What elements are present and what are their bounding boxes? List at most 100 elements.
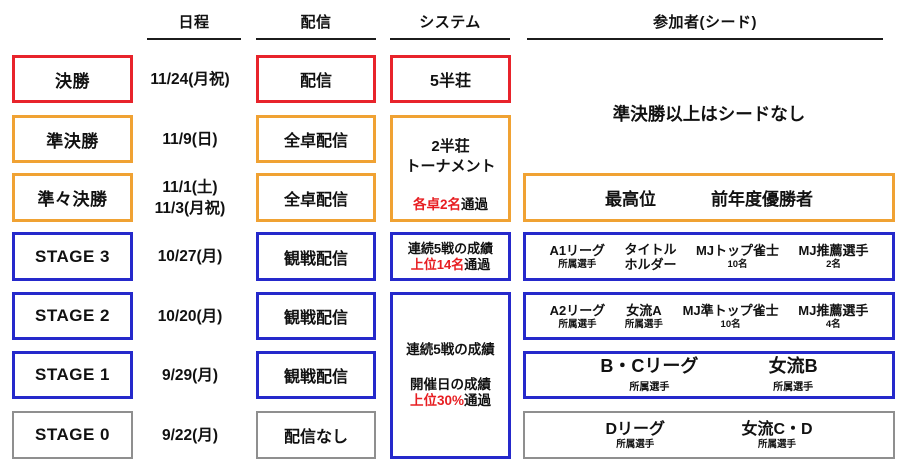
seed-item: B・Cリーグ 所属選手	[600, 356, 699, 394]
seed-item: 最高位	[605, 190, 656, 209]
seed-item: 女流A 所属選手	[625, 303, 663, 330]
broadcast-box-final: 配信	[256, 55, 376, 103]
seed-main: MJ推薦選手	[798, 243, 869, 258]
header-participants: 参加者(シード)	[653, 14, 757, 31]
header-broadcast: 配信	[300, 14, 332, 31]
date-quarterfinal: 11/1(土) 11/3(月祝)	[134, 173, 246, 222]
seed-sub: 4名	[825, 318, 841, 330]
seed-main-line2: ホルダー	[624, 256, 677, 272]
stage-box-final: 決勝	[12, 55, 133, 103]
seed-item: MJ推薦選手 4名	[798, 303, 868, 330]
participants-box-quarterfinal: 最高位 前年度優勝者	[523, 173, 895, 222]
seed-main: タイトル	[624, 241, 677, 257]
date-stage0: 9/22(月)	[134, 411, 246, 459]
system-tournament-pass: 各卓2名通過	[413, 193, 488, 213]
broadcast-label: 観戦配信	[283, 250, 348, 268]
seed-item: A2リーグ 所属選手	[550, 303, 606, 330]
participants-box-stage1: B・Cリーグ 所属選手 女流B 所属選手	[523, 351, 895, 399]
stage-label: STAGE 3	[35, 246, 110, 266]
seed-sub: 所属選手	[558, 318, 597, 330]
stage-label: 準決勝	[46, 131, 99, 151]
seed-item: Dリーグ 所属選手	[605, 421, 665, 450]
participants-box-stage2: A2リーグ 所属選手 女流A 所属選手 MJ準トップ雀士 10名 MJ推薦選手 …	[523, 292, 895, 340]
seed-item: MJ準トップ雀士 10名	[683, 303, 779, 330]
pass-rest: 通過	[461, 197, 488, 212]
broadcast-box-stage0: 配信なし	[256, 411, 376, 459]
header-system-underline	[390, 38, 510, 40]
seed-item: MJトップ雀士 10名	[696, 243, 779, 270]
seed-sub: 所属選手	[629, 382, 670, 393]
header-system: システム	[419, 14, 481, 31]
date-text: 11/24(月祝)	[150, 70, 230, 88]
header-participants-underline	[527, 38, 883, 40]
date-text: 11/1(土)	[162, 178, 218, 196]
system-stage3-pass: 上位14名通過	[411, 257, 490, 273]
seed-sub: 所属選手	[757, 438, 796, 450]
seed-item: MJ推薦選手 2名	[798, 243, 868, 270]
pass-highlight: 上位30%	[409, 393, 465, 408]
pass-highlight: 上位14名	[410, 256, 465, 272]
pass-rest: 通過	[464, 393, 492, 408]
seed-sub: 10名	[720, 318, 741, 330]
date-text-line2: 11/3(月祝)	[154, 199, 226, 217]
seed-main: B・Cリーグ	[600, 356, 699, 376]
seed-main: MJトップ雀士	[695, 243, 780, 258]
stage-box-semifinal: 準決勝	[12, 115, 133, 163]
date-final: 11/24(月祝)	[134, 55, 246, 103]
seed-main: A2リーグ	[549, 302, 606, 318]
broadcast-label: 配信	[299, 73, 332, 90]
participants-box-stage3: A1リーグ 所属選手 タイトル ホルダー MJトップ雀士 10名 MJ推薦選手 …	[523, 232, 895, 281]
seed-main: A1リーグ	[549, 243, 606, 258]
seed-item: 女流C・D 所属選手	[741, 421, 812, 450]
pass-highlight: 各卓2名	[412, 197, 461, 212]
date-semifinal: 11/9(日)	[134, 115, 246, 163]
date-stage2: 10/20(月)	[134, 292, 246, 340]
seed-sub: 2名	[826, 259, 841, 270]
broadcast-label: 配信なし	[283, 429, 348, 446]
stage-label: STAGE 2	[35, 306, 110, 325]
system-lower-line1: 連続5戦の成績	[406, 342, 495, 357]
seed-main: Dリーグ	[605, 420, 665, 438]
seed-main: MJ推薦選手	[798, 302, 869, 318]
stage-label: 準々決勝	[37, 190, 108, 209]
stage-box-quarterfinal: 準々決勝	[12, 173, 133, 222]
stage-label: 決勝	[55, 71, 90, 91]
system-stage3-line1: 連続5戦の成績	[407, 240, 494, 256]
stage-label: STAGE 0	[35, 425, 110, 444]
date-text: 9/22(月)	[162, 426, 218, 444]
stage-box-stage2: STAGE 2	[12, 292, 133, 340]
system-tournament-line2: トーナメント	[405, 158, 496, 175]
participants-box-stage0: Dリーグ 所属選手 女流C・D 所属選手	[523, 411, 895, 459]
system-box-lower-stages: 連続5戦の成績 開催日の成績 上位30%通過	[390, 292, 511, 459]
broadcast-label: 全卓配信	[283, 191, 348, 209]
seed-item: 前年度優勝者	[711, 190, 813, 209]
seed-sub: 所属選手	[773, 382, 814, 393]
system-tournament-line1: 2半荘	[431, 138, 470, 155]
seed-sub: 10名	[727, 259, 748, 270]
broadcast-box-stage2: 観戦配信	[256, 292, 376, 340]
pass-rest: 通過	[464, 256, 491, 272]
seed-sub: 所属選手	[616, 438, 655, 450]
broadcast-label: 観戦配信	[283, 310, 348, 327]
stage-label: STAGE 1	[35, 365, 110, 384]
date-text: 10/27(月)	[157, 248, 223, 265]
seed-sub: 所属選手	[558, 259, 597, 270]
broadcast-label: 観戦配信	[283, 369, 348, 386]
date-stage1: 9/29(月)	[134, 351, 246, 399]
seed-sub: 所属選手	[624, 318, 663, 330]
date-text: 10/20(月)	[157, 307, 223, 325]
system-lower-line2: 開催日の成績	[410, 377, 491, 392]
broadcast-box-quarterfinal: 全卓配信	[256, 173, 376, 222]
seed-main: 女流B	[768, 356, 818, 376]
stage-box-stage1: STAGE 1	[12, 351, 133, 399]
date-text: 11/9(日)	[162, 130, 218, 148]
seed-main: 女流C・D	[741, 420, 813, 438]
stage-box-stage0: STAGE 0	[12, 411, 133, 459]
broadcast-box-semifinal: 全卓配信	[256, 115, 376, 163]
seed-main: MJ準トップ雀士	[682, 302, 779, 318]
no-seed-note: 準決勝以上はシードなし	[612, 104, 806, 124]
date-stage3: 10/27(月)	[134, 232, 246, 281]
system-final-label: 5半荘	[430, 73, 471, 90]
header-date: 日程	[178, 14, 210, 31]
broadcast-label: 全卓配信	[283, 133, 348, 150]
